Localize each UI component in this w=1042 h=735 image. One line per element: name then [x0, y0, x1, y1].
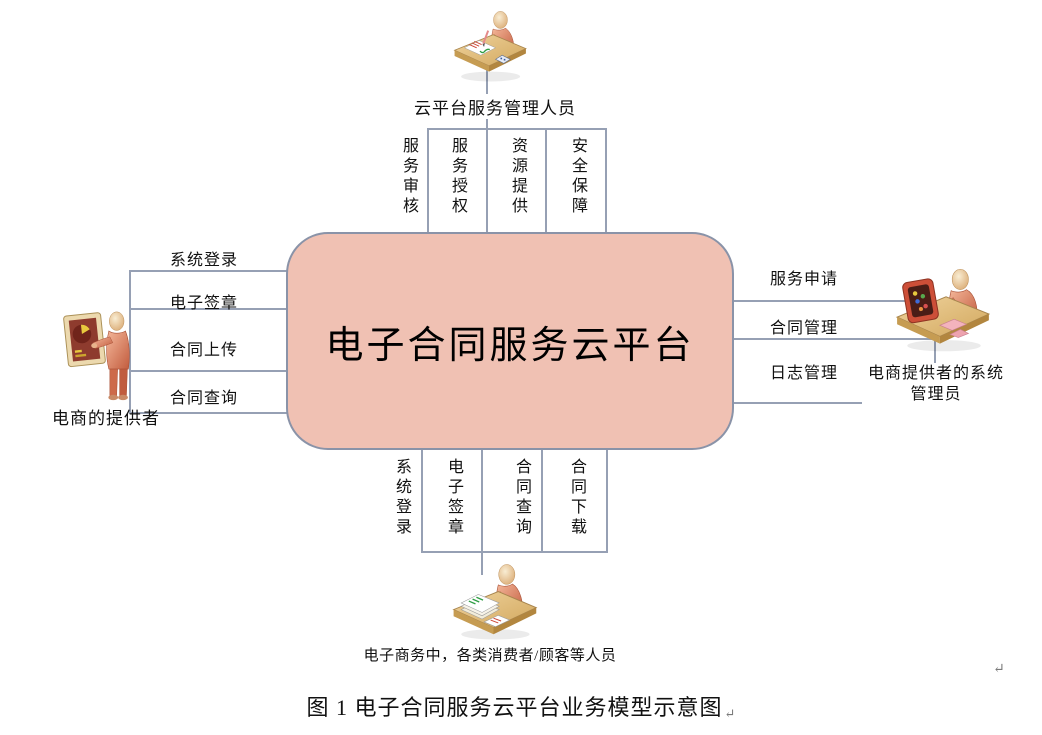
connector-left-branch-2	[129, 308, 287, 310]
service-label-right-3: 日志管理	[770, 365, 839, 382]
connector-top-bar	[427, 128, 607, 130]
connector-bottom-branch-3	[541, 450, 543, 551]
actor-right-name: 电商提供者的系统管理员	[862, 363, 1010, 405]
service-label-right-1: 服务申请	[770, 271, 839, 288]
person-with-presentation-board-icon	[63, 311, 130, 401]
service-label-bottom-1: 系统登录	[393, 458, 410, 538]
service-label-left-2: 电子签章	[170, 295, 239, 312]
figure-caption: 图 1 电子合同服务云平台业务模型示意图 ↵	[276, 690, 766, 722]
figure-caption-text: 图 1 电子合同服务云平台业务模型示意图	[306, 695, 723, 720]
service-label-top-1: 服务审核	[400, 137, 417, 217]
person-with-documents-at-desk-icon	[452, 564, 538, 640]
service-label-top-4: 安全保障	[569, 137, 586, 217]
service-label-top-2: 服务授权	[449, 137, 466, 217]
person-at-computer-desk-icon	[895, 268, 991, 352]
actor-top-name: 云平台服务管理人员	[412, 94, 578, 119]
platform-title: 电子合同服务云平台	[325, 324, 695, 367]
connector-left-branch-4	[129, 412, 287, 414]
connector-top-branch-1	[427, 128, 429, 232]
connector-bottom-drop	[481, 551, 483, 575]
connector-left-branch-3	[129, 370, 287, 372]
platform-box: 电子合同服务云平台	[286, 232, 734, 450]
connector-right-branch-2	[734, 338, 936, 340]
service-label-bottom-3: 合同查询	[513, 458, 530, 538]
paragraph-return-icon: ↵	[993, 662, 1005, 677]
connector-left-branch-1	[129, 270, 287, 272]
connector-top-branch-3	[545, 128, 547, 232]
service-label-right-2: 合同管理	[770, 320, 839, 337]
person-writing-at-desk-icon	[453, 11, 527, 82]
connector-right-branch-3	[734, 402, 936, 404]
connector-top-branch-4	[605, 128, 607, 232]
connector-bottom-branch-1	[421, 450, 423, 551]
service-label-left-4: 合同查询	[170, 390, 239, 407]
connector-top-branch-2	[486, 128, 488, 232]
service-label-left-1: 系统登录	[170, 252, 239, 269]
actor-bottom-name: 电子商务中，各类消费者/顾客等人员	[363, 648, 617, 664]
actor-left-name: 电商的提供者	[52, 409, 160, 428]
service-label-bottom-4: 合同下载	[568, 458, 585, 538]
paragraph-return-icon: ↵	[724, 706, 736, 721]
connector-left-bar	[129, 270, 131, 414]
connector-bottom-branch-2	[481, 450, 483, 551]
connector-right-bar	[934, 300, 936, 404]
service-label-left-3: 合同上传	[170, 342, 239, 359]
connector-bottom-branch-4	[606, 450, 608, 551]
service-label-bottom-2: 电子签章	[445, 458, 462, 538]
connector-right-branch-1	[734, 300, 936, 302]
service-label-top-3: 资源提供	[509, 137, 526, 217]
connector-bottom-bar	[421, 551, 608, 553]
